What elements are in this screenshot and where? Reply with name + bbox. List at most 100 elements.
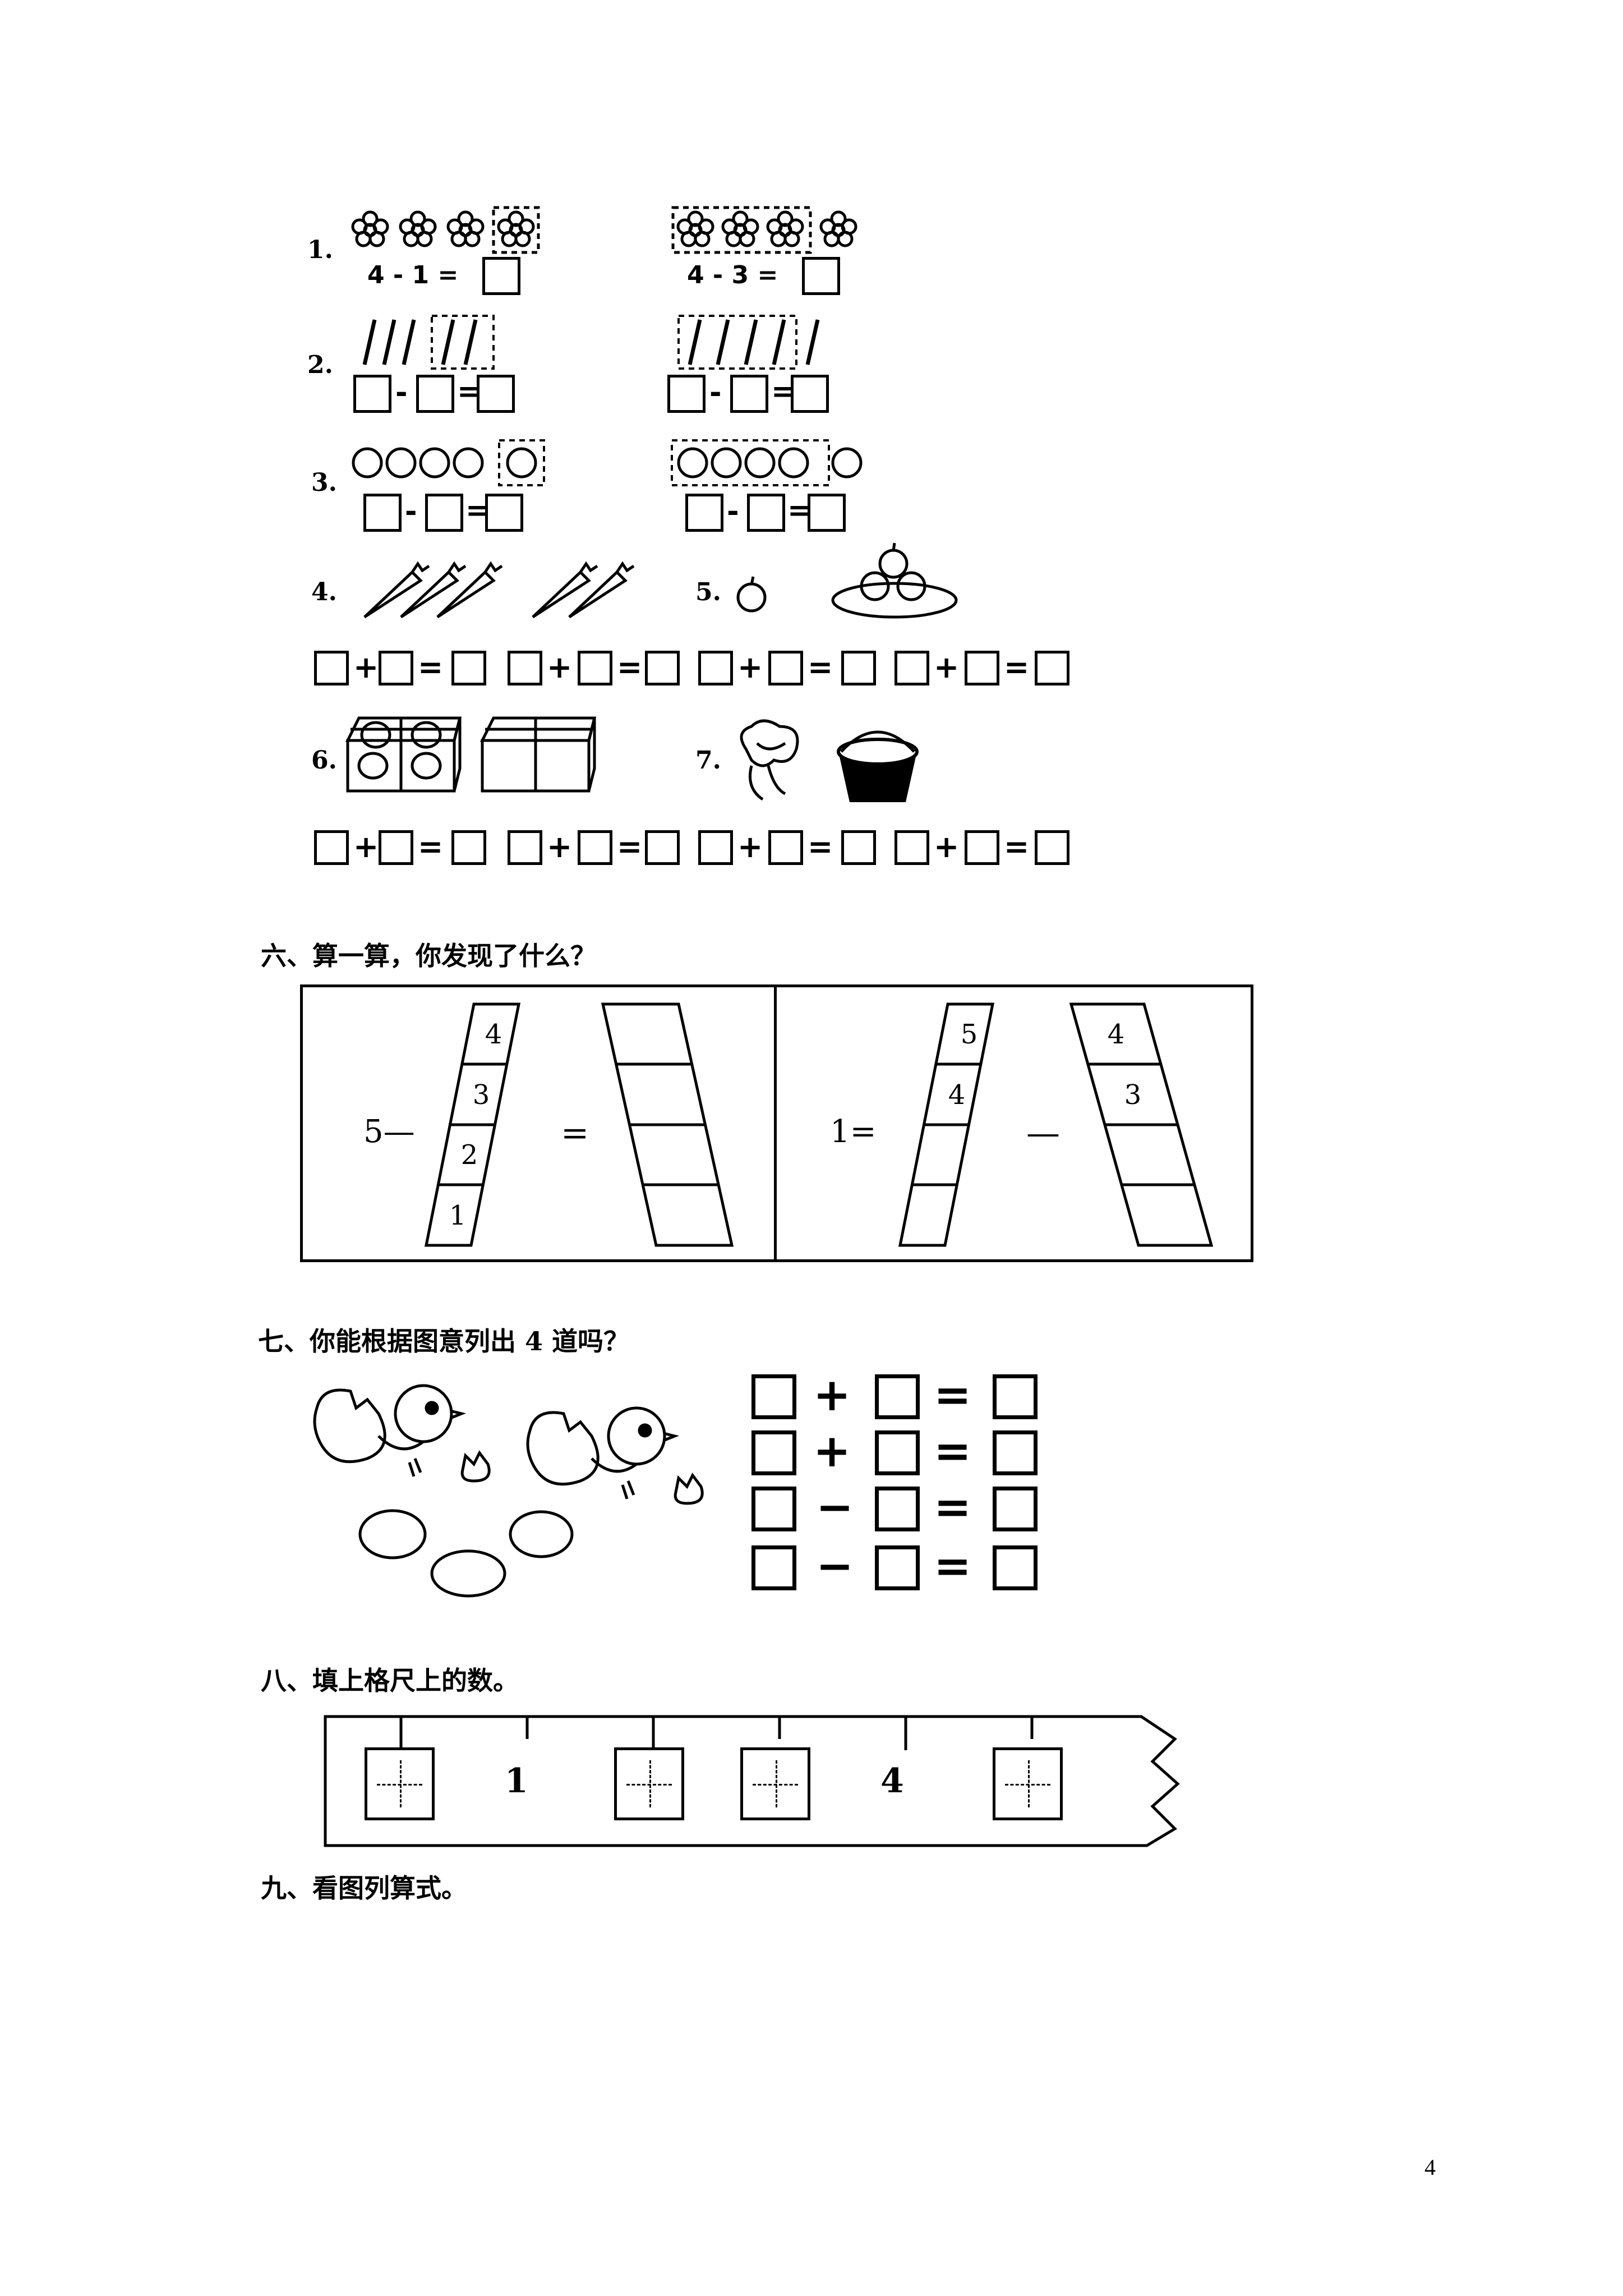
answer-box[interactable] [841, 830, 876, 865]
equals-sign: = [934, 1369, 972, 1421]
answer-box[interactable] [993, 1374, 1038, 1419]
answer-box[interactable] [698, 651, 733, 685]
answer-box[interactable] [645, 830, 680, 865]
answer-box[interactable] [875, 1487, 920, 1531]
problem-1-left-equation: 4 - 1 = [367, 261, 459, 289]
operator: − [816, 1481, 854, 1533]
problem-1-label: 1. [307, 236, 333, 264]
answer-box[interactable] [451, 651, 486, 685]
answer-box[interactable] [751, 1487, 796, 1531]
answer-box[interactable] [841, 651, 876, 685]
answer-box[interactable] [508, 651, 542, 685]
section-8-heading: 八、填上格尺上的数。 [261, 1665, 519, 1696]
plus-sign: + [547, 650, 573, 685]
left-answer-column[interactable] [594, 996, 740, 1254]
answer-box[interactable] [751, 1374, 796, 1419]
section-6-heading: 六、算一算，你发现了什么？ [261, 941, 596, 971]
operator: − [816, 1540, 854, 1592]
circles-group-left [352, 439, 545, 486]
answer-box[interactable] [875, 1374, 920, 1419]
equals-sign: = [617, 650, 643, 685]
chicks-eggs-illustration [313, 1384, 704, 1598]
answer-box[interactable] [363, 494, 402, 532]
answer-box[interactable] [808, 494, 846, 532]
equals-sign: = [1004, 829, 1030, 864]
answer-box[interactable] [314, 830, 349, 865]
circles-group-right [671, 439, 863, 486]
answer-box[interactable] [578, 651, 612, 685]
section-6-frame [300, 984, 1253, 1262]
ruler [324, 1715, 1180, 1847]
minus-sign: - [405, 495, 417, 528]
answer-box[interactable] [485, 494, 523, 532]
problem-1-right-equation: 4 - 3 = [687, 261, 778, 289]
equals-sign: = [617, 829, 643, 864]
ruler-answer-box[interactable] [740, 1747, 810, 1820]
ruler-value: 4 [880, 1761, 904, 1801]
plus-sign: + [737, 829, 763, 864]
answer-box[interactable] [730, 375, 768, 413]
answer-box[interactable] [895, 651, 929, 685]
bucket-illustration [837, 730, 919, 802]
answer-box[interactable] [993, 1545, 1038, 1590]
answer-box[interactable] [477, 375, 515, 413]
equals-sign: = [934, 1425, 972, 1477]
answer-box[interactable] [667, 375, 706, 413]
answer-box[interactable] [993, 1487, 1038, 1531]
problem-2-label: 2. [307, 351, 333, 379]
apple-single [736, 576, 767, 613]
answer-box[interactable] [875, 1430, 920, 1475]
answer-box[interactable] [451, 830, 486, 865]
answer-box[interactable] [685, 494, 723, 532]
answer-box[interactable] [965, 651, 999, 685]
answer-box[interactable] [747, 494, 785, 532]
answer-box[interactable] [416, 375, 454, 413]
answer-box[interactable] [965, 830, 999, 865]
ruler-value: 1 [505, 1761, 528, 1801]
right-minus: — [1026, 1114, 1060, 1153]
equals-sign: = [934, 1540, 972, 1592]
page-number: 4 [1424, 2155, 1436, 2180]
left-column-cell: 1 [449, 1200, 467, 1231]
ruler-answer-box[interactable] [365, 1747, 435, 1820]
answer-box[interactable] [578, 830, 612, 865]
answer-box[interactable] [314, 651, 349, 685]
answer-box[interactable] [645, 651, 680, 685]
right-column-1-cell: 5 [961, 1019, 978, 1050]
answer-box[interactable] [379, 830, 413, 865]
answer-box[interactable] [1035, 651, 1069, 685]
answer-box[interactable] [875, 1545, 920, 1590]
answer-box[interactable] [802, 257, 840, 295]
problem-3-label: 3. [311, 468, 337, 497]
ruler-answer-box[interactable] [614, 1747, 684, 1820]
plus-sign: + [353, 650, 379, 685]
answer-box[interactable] [353, 375, 391, 413]
answer-box[interactable] [751, 1545, 796, 1590]
plus-sign: + [353, 829, 379, 864]
answer-box[interactable] [768, 830, 803, 865]
answer-box[interactable] [425, 494, 463, 532]
plus-sign: + [934, 650, 960, 685]
problem-4-label: 4. [311, 578, 337, 606]
answer-box[interactable] [508, 830, 542, 865]
answer-box[interactable] [698, 830, 733, 865]
plus-sign: + [547, 829, 573, 864]
answer-box[interactable] [791, 375, 829, 413]
problem-6-label: 6. [311, 746, 337, 775]
vegetables-illustration [740, 719, 799, 801]
right-column-2: 4 3 [1069, 1002, 1214, 1247]
minus-sign: - [727, 495, 739, 528]
ruler-answer-box[interactable] [993, 1747, 1063, 1820]
flower-group-1-left [351, 206, 540, 254]
answer-box[interactable] [482, 257, 520, 295]
left-column-cell: 4 [485, 1019, 502, 1050]
right-prefix: 1= [830, 1114, 877, 1150]
answer-box[interactable] [751, 1430, 796, 1475]
answer-box[interactable] [1035, 830, 1069, 865]
equals-sign: = [1004, 650, 1030, 685]
answer-box[interactable] [379, 651, 413, 685]
answer-box[interactable] [768, 651, 803, 685]
answer-box[interactable] [993, 1430, 1038, 1475]
left-number-column: 4 3 2 1 [424, 1002, 521, 1247]
answer-box[interactable] [895, 830, 929, 865]
